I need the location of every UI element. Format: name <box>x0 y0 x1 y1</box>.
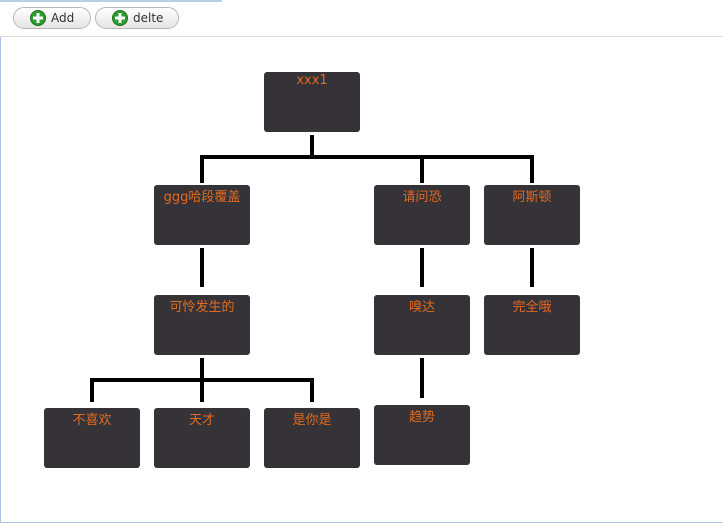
tree-node[interactable]: 不喜欢 <box>44 408 140 468</box>
tree-node[interactable]: 趋势 <box>374 405 470 465</box>
toolbar: Add delte <box>0 2 723 37</box>
add-button-label: Add <box>51 11 75 25</box>
plus-icon <box>30 10 46 26</box>
connector-line <box>420 155 424 183</box>
tree-node[interactable]: ggg哈段覆盖 <box>154 185 250 245</box>
connector-line <box>200 248 204 287</box>
tree-node-root[interactable]: xxx1 <box>264 72 360 132</box>
connector-line <box>420 358 424 398</box>
tree-node[interactable]: 天才 <box>154 408 250 468</box>
org-chart-canvas: xxx1 ggg哈段覆盖 请问恐 阿斯顿 可怜发生的 嗅达 完全哦 不喜欢 天才… <box>0 37 723 523</box>
delete-button[interactable]: delte <box>95 7 179 29</box>
tree-node[interactable]: 阿斯顿 <box>484 185 580 245</box>
tree-node[interactable]: 完全哦 <box>484 295 580 355</box>
plus-icon <box>112 10 128 26</box>
connector-line <box>310 135 314 155</box>
window-top-strip <box>0 0 222 2</box>
connector-line <box>200 155 204 183</box>
add-button[interactable]: Add <box>13 7 91 29</box>
tree-node[interactable]: 可怜发生的 <box>154 295 250 355</box>
delete-button-label: delte <box>133 11 164 25</box>
connector-line <box>530 155 534 183</box>
connector-line <box>310 378 314 402</box>
connector-line <box>200 358 204 380</box>
connector-line <box>90 378 94 402</box>
connector-line <box>200 378 204 402</box>
tree-node[interactable]: 嗅达 <box>374 295 470 355</box>
tree-node[interactable]: 请问恐 <box>374 185 470 245</box>
tree-node[interactable]: 是你是 <box>264 408 360 468</box>
connector-line <box>420 248 424 287</box>
connector-line <box>200 155 534 159</box>
connector-line <box>530 248 534 287</box>
